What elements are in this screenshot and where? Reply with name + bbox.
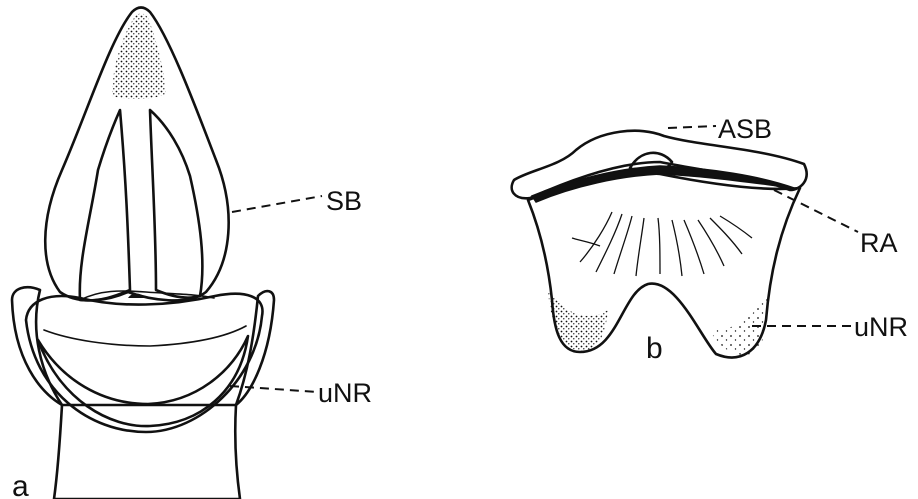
sb-leader-line bbox=[232, 196, 322, 212]
label-ra: RA bbox=[860, 228, 898, 258]
label-sb: SB bbox=[326, 186, 362, 216]
figure-b-striae bbox=[572, 212, 752, 276]
figure-b-right-shade bbox=[710, 294, 768, 355]
ra-leader-line bbox=[774, 190, 858, 232]
figure-a-stem bbox=[54, 405, 240, 499]
figure-a-unr-crescent bbox=[38, 336, 248, 426]
figure-b: ASB RA uNR b bbox=[512, 114, 908, 365]
figure-b-left-shade bbox=[548, 290, 608, 352]
panel-label-b: b bbox=[646, 332, 663, 365]
figure-a: SB uNR a bbox=[12, 8, 372, 499]
label-unr-a: uNR bbox=[318, 378, 372, 408]
figure-b-dark-band bbox=[532, 166, 794, 202]
panel-label-a: a bbox=[12, 470, 29, 499]
label-asb: ASB bbox=[718, 114, 772, 144]
label-unr-b: uNR bbox=[854, 312, 908, 342]
figure-a-left-hook bbox=[12, 287, 62, 405]
asb-leader-line bbox=[668, 126, 716, 128]
figure-a-crescent-inner bbox=[44, 326, 246, 346]
figure-a-bulb-lobe-left bbox=[80, 110, 130, 300]
figure-a-bulb-lobe-right bbox=[150, 110, 202, 298]
